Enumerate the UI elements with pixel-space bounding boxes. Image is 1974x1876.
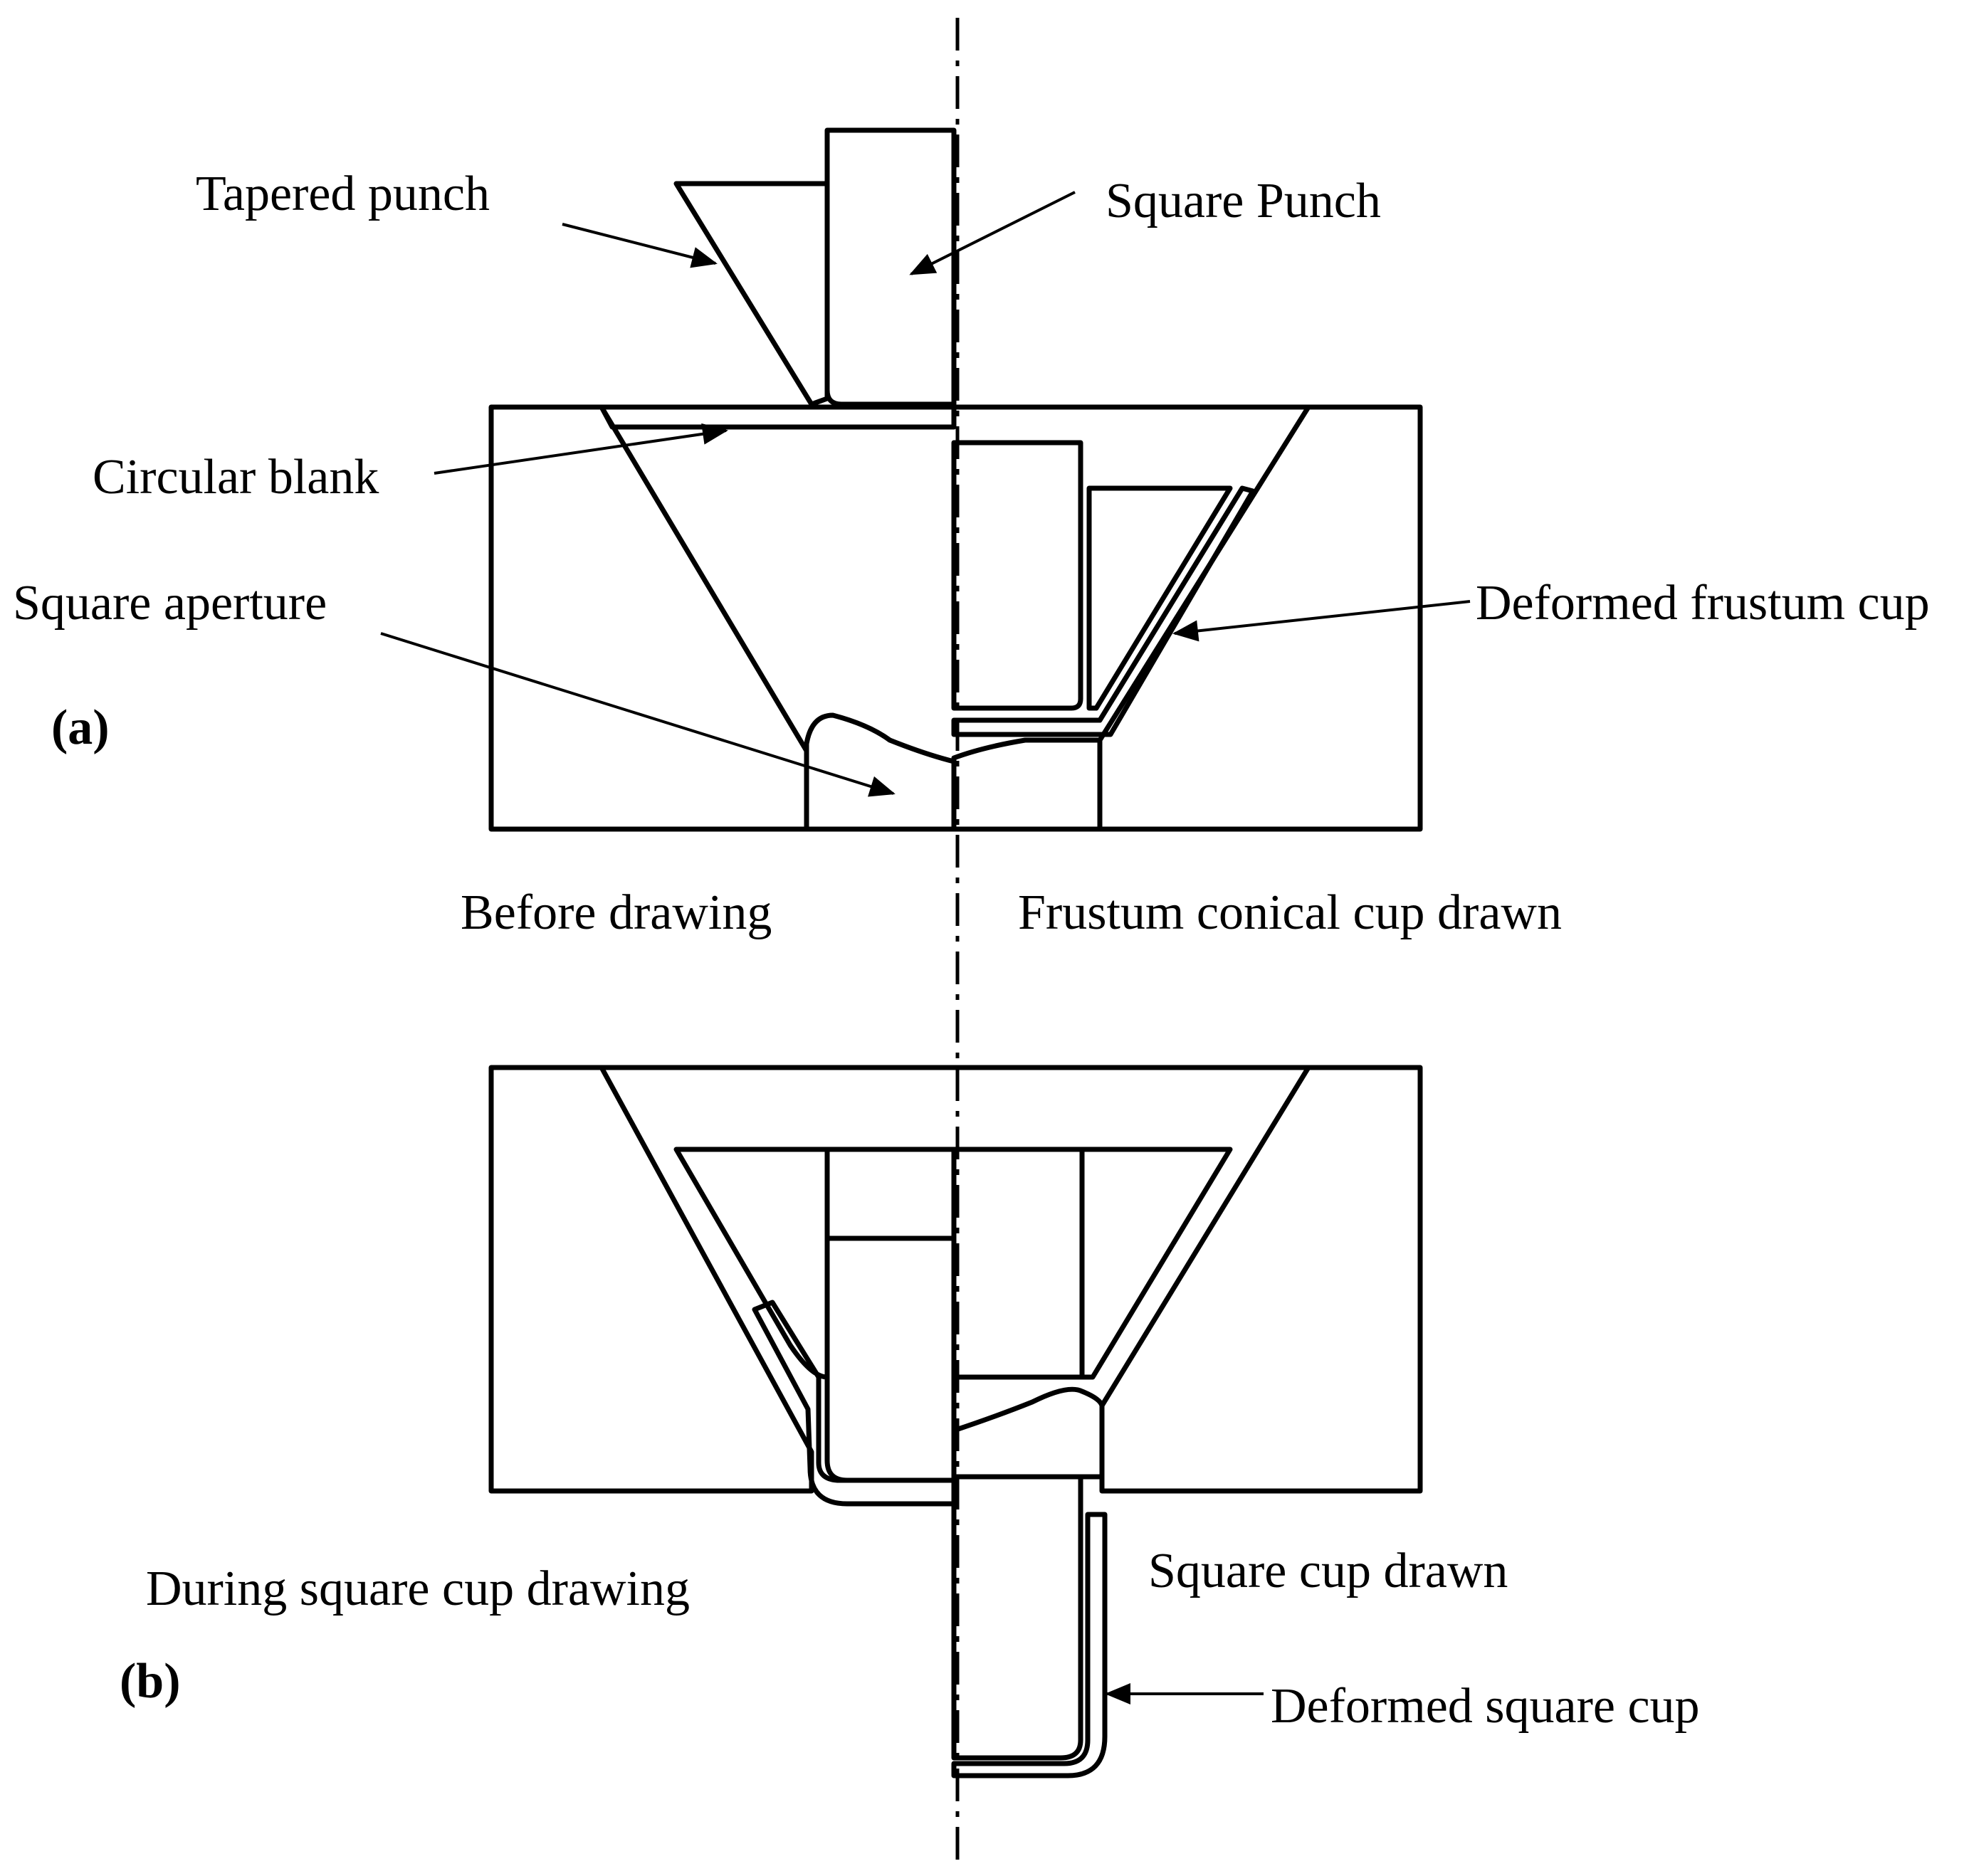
label-deformed-square-cup: Deformed square cup: [1271, 1679, 1700, 1734]
label-panel-a: (a): [51, 700, 110, 755]
tapered-punch-b-right: [1079, 1147, 1233, 1380]
square-punch-inside-a: [951, 440, 1083, 711]
leader-tapered-punch: [562, 223, 718, 268]
square-aperture-insert-left: [804, 712, 957, 832]
tapered-punch-inside-a: [1086, 485, 1233, 711]
die-left-b: [488, 1065, 814, 1494]
label-square-cup-drawn: Square cup drawn: [1148, 1544, 1508, 1598]
label-circular-blank: Circular blank: [93, 450, 379, 505]
leader-lines: [380, 191, 1471, 1704]
label-panel-b: (b): [120, 1654, 181, 1709]
label-frustum-conical-cup-drawn: Frustum conical cup drawn: [1018, 885, 1562, 940]
label-tapered-punch: Tapered punch: [196, 167, 490, 221]
die-left-a: [488, 404, 809, 832]
square-punch-b-drawn: [951, 1474, 1083, 1761]
label-during-square-cup-drawing: During square cup drawing: [146, 1561, 690, 1616]
label-deformed-frustum-cup: Deformed frustum cup: [1476, 576, 1930, 631]
tapered-punch: [673, 181, 830, 407]
square-punch-b-left: [824, 1235, 957, 1483]
circular-blank: [599, 404, 957, 430]
square-punch-hollow-b-right: [951, 1147, 1085, 1380]
square-punch: [824, 127, 957, 407]
label-square-aperture: Square aperture: [13, 576, 327, 631]
deformed-square-cup: [951, 1512, 1108, 1778]
die-right-a: [1097, 404, 1423, 832]
leader-square-punch: [909, 191, 1076, 275]
leader-square-aperture: [380, 632, 896, 797]
square-punch-hollow-b: [824, 1147, 957, 1241]
leader-deformed-frustum-cup: [1172, 600, 1471, 642]
label-before-drawing: Before drawing: [461, 885, 772, 940]
panel-b-assembly: [488, 1065, 1423, 1778]
deformed-frustum-cup: [951, 485, 1256, 737]
label-square-punch: Square Punch: [1106, 174, 1381, 228]
square-aperture-insert-right: [951, 737, 1103, 832]
square-aperture-b: [951, 1386, 1105, 1480]
panel-a-assembly: [488, 127, 1423, 832]
leader-circular-blank: [434, 423, 728, 475]
